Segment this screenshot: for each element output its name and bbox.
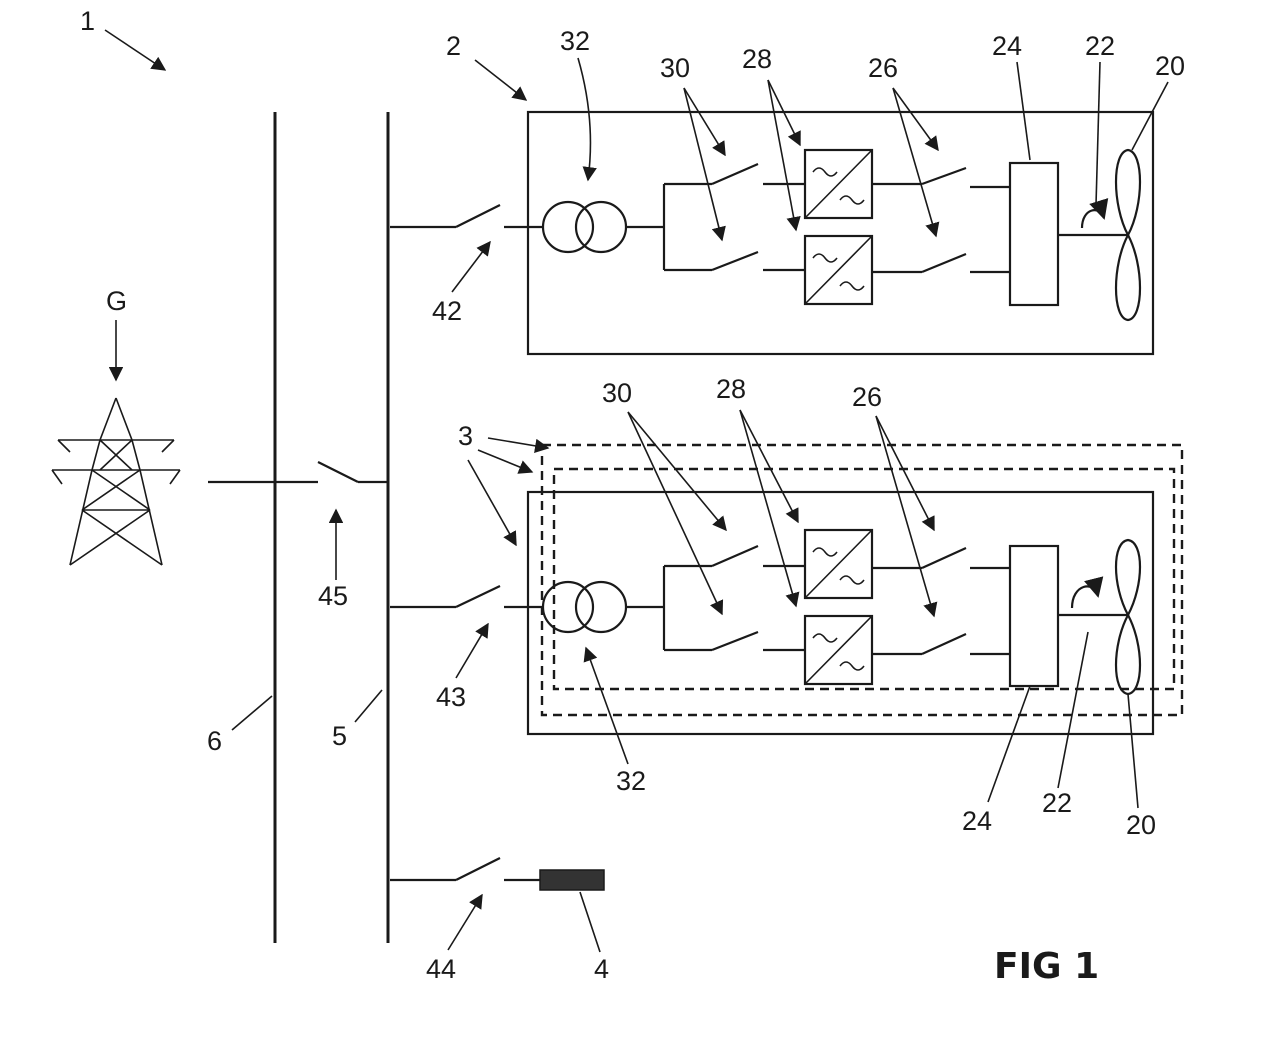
rotation-arrow-icon xyxy=(1072,586,1098,608)
rotor-blade-icon xyxy=(1116,540,1140,694)
generator-switch-top-b xyxy=(922,254,966,272)
label-transformer-top: 32 xyxy=(560,26,590,56)
label-converters-28-top: 28 xyxy=(742,44,772,74)
label-system: 1 xyxy=(80,6,95,36)
label-transformer-bottom: 32 xyxy=(616,766,646,796)
label-rotor-top: 20 xyxy=(1155,51,1185,81)
generator-switch-top-a xyxy=(922,168,966,184)
converter-switch-bottom-a xyxy=(712,546,758,566)
wind-turbine-2-box xyxy=(528,112,1153,354)
label-breaker-42: 42 xyxy=(432,296,462,326)
label-grid: G xyxy=(106,286,127,316)
transformer-icon xyxy=(543,202,626,252)
label-converters-28-bottom: 28 xyxy=(716,374,746,404)
label-switches-30-bottom: 30 xyxy=(602,378,632,408)
label-rotor-bottom: 20 xyxy=(1126,810,1156,840)
label-external-bus: 6 xyxy=(207,726,222,756)
label-switches-30-top: 30 xyxy=(660,53,690,83)
breaker-43-switch xyxy=(456,586,500,607)
label-generator-bottom: 24 xyxy=(962,806,992,836)
converter-switch-top-a xyxy=(712,164,758,184)
transformer-icon xyxy=(543,582,626,632)
generator-switch-bottom-a xyxy=(922,548,966,568)
label-shaft-bottom: 22 xyxy=(1042,788,1072,818)
turbine-3-stack-back xyxy=(542,445,1182,715)
rotation-arrow-icon xyxy=(1082,210,1104,228)
figure-title: FIG 1 xyxy=(994,946,1099,987)
breaker-45-switch xyxy=(318,462,358,482)
generator-box xyxy=(1010,546,1058,686)
converter-switch-bottom-b xyxy=(712,632,758,650)
label-switches-26-top: 26 xyxy=(868,53,898,83)
turbine-3-stack-mid xyxy=(554,469,1174,689)
converter-icon xyxy=(805,616,872,684)
label-turbine-3: 3 xyxy=(458,421,473,451)
label-switches-26-bottom: 26 xyxy=(852,382,882,412)
label-breaker-43: 43 xyxy=(436,682,466,712)
label-energy-storage: 4 xyxy=(594,954,609,984)
converter-icon xyxy=(805,150,872,218)
label-breaker-44: 44 xyxy=(426,954,456,984)
generator-switch-bottom-b xyxy=(922,634,966,654)
breaker-42-switch xyxy=(456,205,500,227)
converter-icon xyxy=(805,236,872,304)
energy-storage-device xyxy=(540,870,604,890)
wind-turbine-3-box xyxy=(528,492,1153,734)
label-generator-top: 24 xyxy=(992,31,1022,61)
converter-icon xyxy=(805,530,872,598)
generator-box xyxy=(1010,163,1058,305)
breaker-44-switch xyxy=(456,858,500,880)
label-breaker-45: 45 xyxy=(318,581,348,611)
arrow-system xyxy=(105,30,165,70)
transmission-tower-icon xyxy=(52,398,180,565)
label-shaft-top: 22 xyxy=(1085,31,1115,61)
label-internal-bus: 5 xyxy=(332,721,347,751)
converter-switch-top-b xyxy=(712,252,758,270)
label-turbine-2: 2 xyxy=(446,31,461,61)
